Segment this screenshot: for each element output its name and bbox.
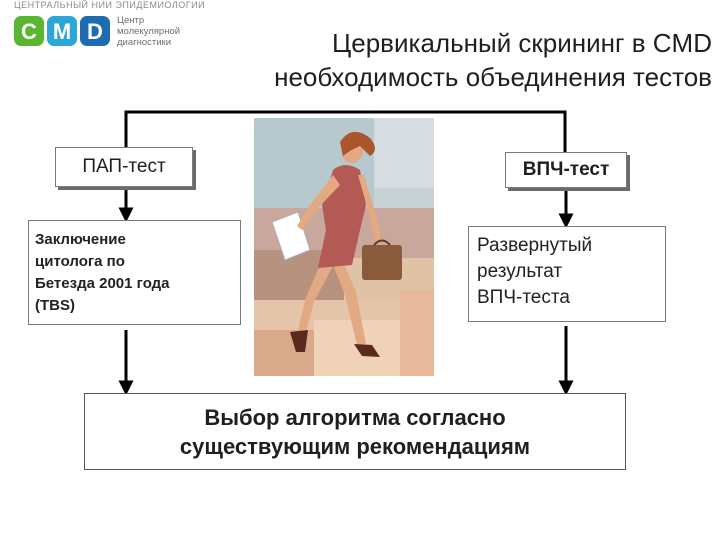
cmd-logo: C M D xyxy=(14,16,110,46)
logo-text-line: молекулярной xyxy=(117,26,181,37)
hpv-result-line: Развернутый xyxy=(477,235,593,256)
logo-letter-m: M xyxy=(53,19,71,44)
slide-subtitle: необходимость объединения тестов xyxy=(274,62,712,92)
logo-letter-c: C xyxy=(21,19,37,44)
slide-title: Цервикальный скрининг в CMD xyxy=(332,28,712,58)
algorithm-line: Выбор алгоритма согласно xyxy=(204,404,506,430)
hpv-result-box: Развернутый результат ВПЧ-теста xyxy=(468,226,666,322)
algorithm-line: существующим рекомендациям xyxy=(179,433,531,459)
hpv-result-line: результат xyxy=(477,261,563,282)
cytology-result-line: цитолога по xyxy=(35,253,125,270)
cytology-result-line: Бетезда 2001 года xyxy=(35,275,170,292)
logo-text-line: диагностики xyxy=(117,37,171,48)
logo-tagline: ЦЕНТРАЛЬНЫЙ НИИ ЭПИДЕМИОЛОГИИ xyxy=(14,0,206,10)
hpv-test-box: ВПЧ-тест xyxy=(505,152,627,188)
logo-letter-d: D xyxy=(87,19,103,44)
logo-tile-d xyxy=(80,16,110,46)
top-connector xyxy=(124,110,567,152)
hpv-result-line: ВПЧ-теста xyxy=(477,287,570,308)
illustration-woman-walking xyxy=(254,118,434,376)
algorithm-choice-box: Выбор алгоритма согласно существующим ре… xyxy=(84,393,626,470)
logo-text: Центр молекулярной диагностики xyxy=(117,15,207,48)
logo-text-line: Центр xyxy=(117,15,145,26)
pap-test-box: ПАП-тест xyxy=(55,147,193,187)
logo-tile-m xyxy=(47,16,77,46)
cytology-result-line: Заключение xyxy=(35,231,126,248)
cytology-result-box: Заключение цитолога по Бетезда 2001 года… xyxy=(28,220,241,325)
logo-tile-c xyxy=(14,16,44,46)
cytology-result-line: (TBS) xyxy=(35,297,75,314)
